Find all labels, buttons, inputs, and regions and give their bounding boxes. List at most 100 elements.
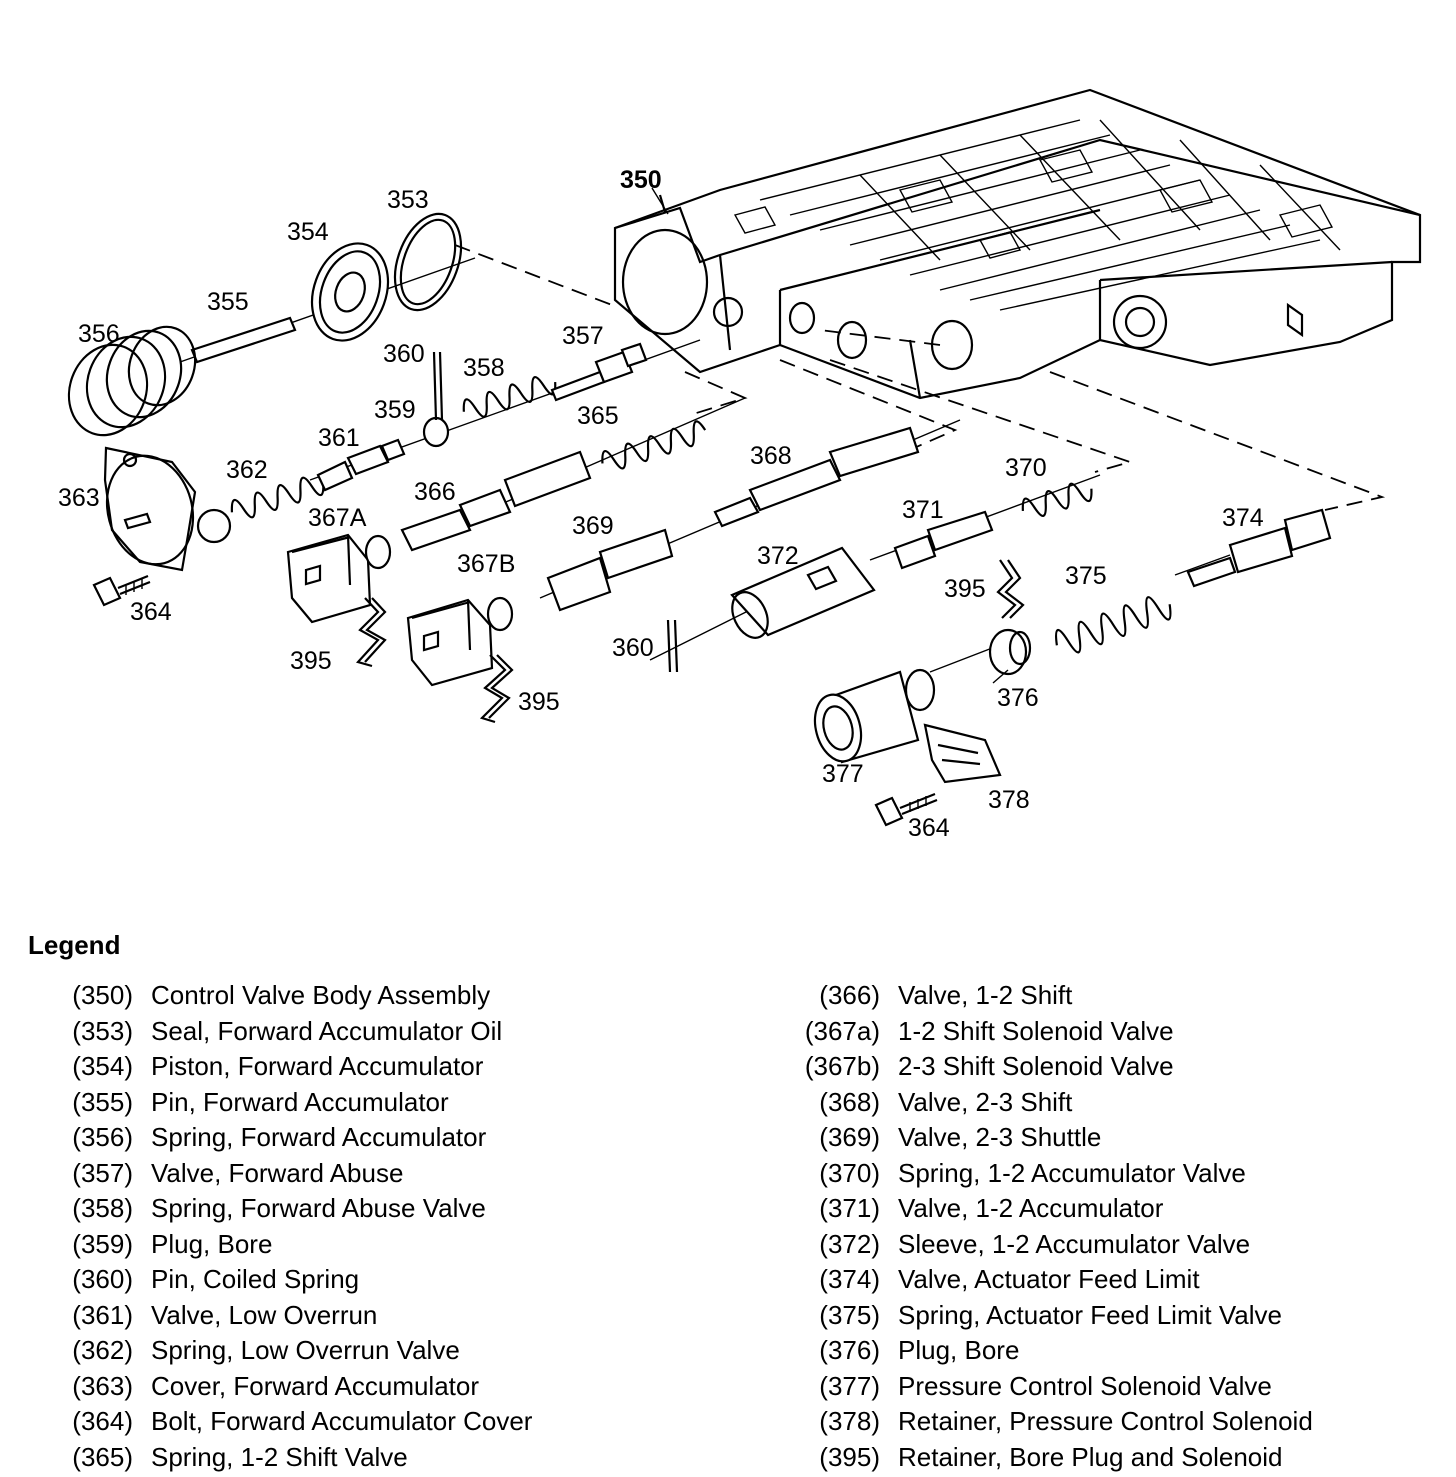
legend-row: (377)Pressure Control Solenoid Valve <box>770 1371 1450 1407</box>
legend-code: (367a) <box>770 1016 898 1052</box>
legend-name: Retainer, Pressure Control Solenoid <box>898 1406 1313 1442</box>
legend-name: Valve, 1-2 Accumulator <box>898 1193 1163 1229</box>
legend-row: (374)Valve, Actuator Feed Limit <box>770 1264 1450 1300</box>
legend-row: (365)Spring, 1-2 Shift Valve <box>28 1442 728 1477</box>
callout-356: 356 <box>78 320 120 348</box>
legend-row: (355)Pin, Forward Accumulator <box>28 1087 728 1123</box>
callout-364-right: 364 <box>908 814 950 842</box>
legend-code: (369) <box>770 1122 898 1158</box>
legend-name: Pressure Control Solenoid Valve <box>898 1371 1272 1407</box>
legend-code: (360) <box>28 1264 151 1300</box>
callout-353: 353 <box>387 186 429 214</box>
legend-code: (368) <box>770 1087 898 1123</box>
legend-code: (376) <box>770 1335 898 1371</box>
legend-row: (357)Valve, Forward Abuse <box>28 1158 728 1194</box>
legend-code: (371) <box>770 1193 898 1229</box>
legend-name: Valve, Low Overrun <box>151 1300 377 1336</box>
legend-code: (378) <box>770 1406 898 1442</box>
legend-name: Valve, 1-2 Shift <box>898 980 1072 1016</box>
legend-row: (367b)2-3 Shift Solenoid Valve <box>770 1051 1450 1087</box>
callout-366: 366 <box>414 478 456 506</box>
legend-row: (358)Spring, Forward Abuse Valve <box>28 1193 728 1229</box>
legend-code: (356) <box>28 1122 151 1158</box>
legend-name: Valve, 2-3 Shuttle <box>898 1122 1101 1158</box>
callout-360-upper: 360 <box>383 340 425 368</box>
callout-364-left: 364 <box>130 598 172 626</box>
callout-378: 378 <box>988 786 1030 814</box>
legend-row: (353)Seal, Forward Accumulator Oil <box>28 1016 728 1052</box>
legend-name: Spring, Forward Accumulator <box>151 1122 486 1158</box>
callout-358: 358 <box>463 354 505 382</box>
callout-395-b: 395 <box>518 688 560 716</box>
legend-name: 1-2 Shift Solenoid Valve <box>898 1016 1174 1052</box>
callout-372: 372 <box>757 542 799 570</box>
legend-left-column: (350)Control Valve Body Assembly (353)Se… <box>28 980 728 1477</box>
legend-row: (360)Pin, Coiled Spring <box>28 1264 728 1300</box>
legend-row: (364)Bolt, Forward Accumulator Cover <box>28 1406 728 1442</box>
legend-code: (395) <box>770 1442 898 1477</box>
legend-row: (361)Valve, Low Overrun <box>28 1300 728 1336</box>
callout-361: 361 <box>318 424 360 452</box>
legend-code: (354) <box>28 1051 151 1087</box>
legend-code: (353) <box>28 1016 151 1052</box>
legend-row: (350)Control Valve Body Assembly <box>28 980 728 1016</box>
legend-name: Spring, Actuator Feed Limit Valve <box>898 1300 1282 1336</box>
legend-code: (359) <box>28 1229 151 1265</box>
callout-367b: 367B <box>457 550 515 578</box>
callout-354: 354 <box>287 218 329 246</box>
legend-row: (371)Valve, 1-2 Accumulator <box>770 1193 1450 1229</box>
legend-row: (354)Piston, Forward Accumulator <box>28 1051 728 1087</box>
legend-name: Seal, Forward Accumulator Oil <box>151 1016 502 1052</box>
springs <box>229 372 1175 659</box>
legend-title: Legend <box>28 930 120 961</box>
legend-row: (375)Spring, Actuator Feed Limit Valve <box>770 1300 1450 1336</box>
legend-code: (355) <box>28 1087 151 1123</box>
legend-name: Pin, Forward Accumulator <box>151 1087 449 1123</box>
legend-name: Spring, 1-2 Shift Valve <box>151 1442 408 1477</box>
legend-name: Spring, 1-2 Accumulator Valve <box>898 1158 1246 1194</box>
legend-code: (370) <box>770 1158 898 1194</box>
legend-name: Piston, Forward Accumulator <box>151 1051 483 1087</box>
legend-name: Plug, Bore <box>151 1229 272 1265</box>
legend-row: (362)Spring, Low Overrun Valve <box>28 1335 728 1371</box>
legend-code: (374) <box>770 1264 898 1300</box>
legend-row: (363)Cover, Forward Accumulator <box>28 1371 728 1407</box>
callout-355: 355 <box>207 288 249 316</box>
callout-359: 359 <box>374 396 416 424</box>
legend-name: Sleeve, 1-2 Accumulator Valve <box>898 1229 1250 1265</box>
legend-code: (372) <box>770 1229 898 1265</box>
legend-row: (395)Retainer, Bore Plug and Solenoid <box>770 1442 1450 1477</box>
legend-name: Valve, Forward Abuse <box>151 1158 403 1194</box>
legend-code: (364) <box>28 1406 151 1442</box>
callout-370: 370 <box>1005 454 1047 482</box>
callout-371: 371 <box>902 496 944 524</box>
callout-350: 350 <box>620 166 662 194</box>
legend-code: (367b) <box>770 1051 898 1087</box>
control-valve-body <box>615 90 1420 398</box>
legend-name: Control Valve Body Assembly <box>151 980 490 1016</box>
legend-code: (357) <box>28 1158 151 1194</box>
legend-code: (363) <box>28 1371 151 1407</box>
exploded-parts-diagram: 350 353 354 355 356 357 358 359 360 361 … <box>0 0 1456 880</box>
legend-name: 2-3 Shift Solenoid Valve <box>898 1051 1174 1087</box>
callout-368: 368 <box>750 442 792 470</box>
legend-code: (365) <box>28 1442 151 1477</box>
legend-name: Bolt, Forward Accumulator Cover <box>151 1406 532 1442</box>
callout-360-lower: 360 <box>612 634 654 662</box>
legend-row: (356)Spring, Forward Accumulator <box>28 1122 728 1158</box>
callout-374: 374 <box>1222 504 1264 532</box>
legend-row: (359)Plug, Bore <box>28 1229 728 1265</box>
legend-name: Pin, Coiled Spring <box>151 1264 359 1300</box>
legend-name: Cover, Forward Accumulator <box>151 1371 479 1407</box>
legend-row: (369)Valve, 2-3 Shuttle <box>770 1122 1450 1158</box>
legend-name: Plug, Bore <box>898 1335 1019 1371</box>
legend-row: (372)Sleeve, 1-2 Accumulator Valve <box>770 1229 1450 1265</box>
legend-name: Valve, 2-3 Shift <box>898 1087 1072 1123</box>
legend-code: (358) <box>28 1193 151 1229</box>
legend-row: (367a)1-2 Shift Solenoid Valve <box>770 1016 1450 1052</box>
legend-name: Valve, Actuator Feed Limit <box>898 1264 1200 1300</box>
callout-377: 377 <box>822 760 864 788</box>
callout-367a: 367A <box>308 504 367 532</box>
callout-357: 357 <box>562 322 604 350</box>
legend-code: (375) <box>770 1300 898 1336</box>
